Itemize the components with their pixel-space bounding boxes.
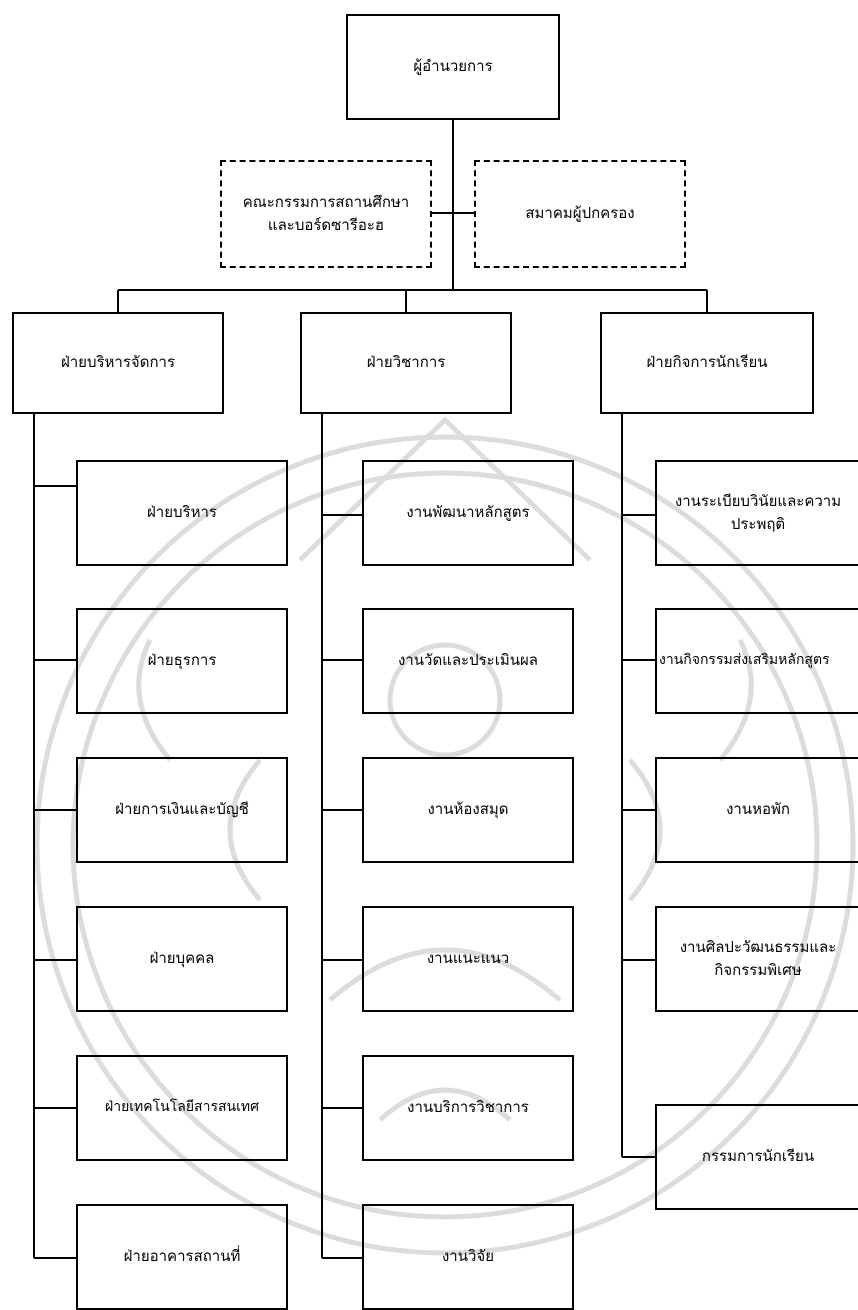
director-box: ผู้อำนวยการ	[346, 14, 560, 120]
unit-box: กรรมการนักเรียน	[655, 1104, 858, 1210]
unit-label: งานศิลปะวัฒนธรรมและกิจกรรมพิเศษ	[679, 937, 837, 979]
department-label: ฝ่ายบริหารจัดการ	[60, 353, 176, 372]
unit-label: งานหอพัก	[726, 800, 790, 819]
parents-association-box: สมาคมผู้ปกครอง	[474, 160, 686, 268]
unit-label: กรรมการนักเรียน	[701, 1147, 815, 1166]
unit-box: ฝ่ายเทคโนโลยีสารสนเทศ	[76, 1055, 288, 1161]
unit-box: ฝ่ายการเงินและบัญชี	[76, 757, 288, 863]
unit-label: งานบริการวิชาการ	[407, 1098, 529, 1117]
department-box-student-affairs: ฝ่ายกิจการนักเรียน	[600, 312, 814, 414]
director-label: ผู้อำนวยการ	[413, 57, 493, 76]
department-label: ฝ่ายวิชาการ	[366, 353, 446, 372]
department-box-academic: ฝ่ายวิชาการ	[300, 312, 512, 414]
unit-box: งานศิลปะวัฒนธรรมและกิจกรรมพิเศษ	[655, 906, 858, 1012]
unit-box: ฝ่ายอาคารสถานที่	[76, 1204, 288, 1310]
unit-box: งานวิจัย	[362, 1204, 574, 1310]
unit-box: ฝ่ายบริหาร	[76, 460, 288, 566]
school-board-box: คณะกรรมการสถานศึกษา และบอร์ดซารีอะฮ	[220, 160, 432, 268]
unit-label: ฝ่ายการเงินและบัญชี	[115, 800, 249, 819]
unit-label: งานวิจัย	[441, 1247, 494, 1266]
unit-box: งานระเบียบวินัยและความประพฤติ	[655, 460, 858, 566]
department-box-management: ฝ่ายบริหารจัดการ	[12, 312, 224, 414]
unit-box: งานวัดและประเมินผล	[362, 608, 574, 714]
unit-label: ฝ่ายบุคคล	[149, 949, 215, 968]
unit-label: ฝ่ายบริหาร	[147, 503, 217, 522]
unit-box: งานหอพัก	[655, 757, 858, 863]
unit-label: ฝ่ายธุรการ	[147, 651, 217, 670]
unit-label: งานพัฒนาหลักสูตร	[406, 503, 530, 522]
unit-box: ฝ่ายธุรการ	[76, 608, 288, 714]
unit-label: งานห้องสมุด	[427, 800, 509, 819]
unit-box: งานพัฒนาหลักสูตร	[362, 460, 574, 566]
unit-label: งานกิจกรรมส่งเสริมหลักสูตร	[659, 652, 830, 669]
school-board-label: คณะกรรมการสถานศึกษา และบอร์ดซารีอะฮ	[242, 192, 410, 234]
parents-association-label: สมาคมผู้ปกครอง	[525, 204, 635, 223]
unit-box: งานกิจกรรมส่งเสริมหลักสูตร	[655, 608, 858, 714]
unit-label: ฝ่ายเทคโนโลยีสารสนเทศ	[105, 1099, 259, 1116]
unit-box: งานบริการวิชาการ	[362, 1055, 574, 1161]
unit-label: ฝ่ายอาคารสถานที่	[123, 1247, 241, 1266]
unit-box: งานแนะแนว	[362, 906, 574, 1012]
unit-box: งานห้องสมุด	[362, 757, 574, 863]
department-label: ฝ่ายกิจการนักเรียน	[646, 353, 768, 372]
unit-box: ฝ่ายบุคคล	[76, 906, 288, 1012]
unit-label: งานระเบียบวินัยและความประพฤติ	[674, 491, 842, 533]
unit-label: งานแนะแนว	[426, 949, 510, 968]
unit-label: งานวัดและประเมินผล	[398, 651, 538, 670]
